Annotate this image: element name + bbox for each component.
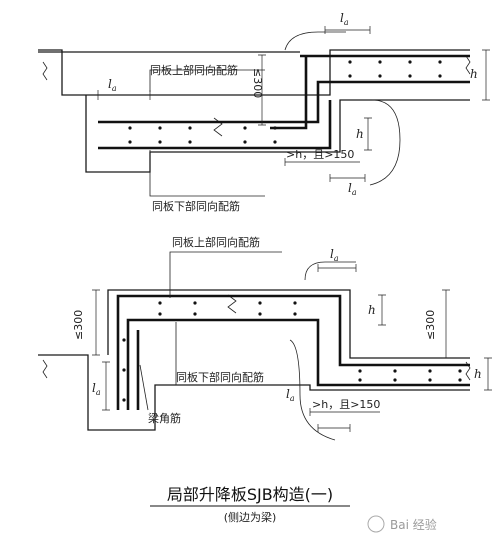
- bottom-concrete-outline: [38, 289, 470, 431]
- top-break-right: [465, 55, 471, 75]
- watermark: Bai 经验: [367, 515, 437, 533]
- bottom-lower-rebar: [126, 318, 470, 410]
- bottom-la-left-text: la: [92, 381, 101, 397]
- bottom-label-upper-rebar: 同板上部同向配筋: [172, 235, 260, 249]
- bottom-dim-la-bottom: [317, 424, 351, 432]
- caption-title: 局部升降板SJB构造(一): [167, 485, 333, 504]
- bottom-leader-arc2: [289, 339, 336, 441]
- bottom-break-mid: [227, 294, 237, 314]
- bottom-dim-300-right: [442, 289, 450, 359]
- bottom-la-top-text: la: [330, 247, 339, 263]
- bottom-la-bottom-text: la: [286, 387, 295, 403]
- bottom-break-left: [42, 359, 48, 379]
- top-label-upper-rebar: 同板上部同向配筋: [150, 63, 238, 77]
- paw-logo-icon: [367, 515, 385, 533]
- top-right-anchor-rebar: [270, 56, 308, 130]
- top-dim-h-mid: [364, 117, 372, 151]
- top-leader-arc: [284, 31, 346, 51]
- top-break-left: [42, 61, 48, 81]
- bottom-leader-upper: [169, 251, 282, 298]
- bottom-rebar-dots: [122, 301, 462, 402]
- bottom-h-mid-text: h: [368, 303, 376, 317]
- top-leader-upper: [149, 69, 265, 92]
- bottom-leader-arc: [304, 261, 356, 281]
- top-label-lower-rebar: 同板下部同向配筋: [152, 199, 240, 213]
- bottom-dim-la-left: [102, 361, 110, 411]
- bottom-dim-cond: [309, 408, 380, 416]
- bottom-dim-h-right: [484, 357, 492, 391]
- top-dim-300: [258, 54, 266, 126]
- bottom-dim-la-top: [317, 264, 357, 272]
- top-la-bottom-text: la: [348, 181, 357, 197]
- top-dim-la-bottom: [329, 174, 366, 182]
- bottom-dim-h-mid: [378, 294, 386, 326]
- top-dim-300-text: ≤300: [251, 68, 264, 98]
- top-h-mid-text: h: [356, 127, 364, 141]
- top-h-right-text: h: [470, 67, 478, 81]
- bottom-dim-300-left: [92, 289, 100, 356]
- top-dim-h-right: [482, 49, 490, 101]
- top-lower-rebar: [98, 100, 332, 150]
- bottom-upper-rebar: [116, 294, 470, 410]
- bottom-leader-lower: [175, 322, 270, 386]
- top-leader-arc2: [369, 99, 401, 186]
- caption: 局部升降板SJB构造(一) (侧边为梁): [150, 485, 350, 524]
- bottom-detail: 同板上部同向配筋 同板下部同向配筋 梁角筋 ≤300 ≤300 la la la…: [38, 235, 492, 441]
- top-detail: 同板上部同向配筋 同板下部同向配筋 ≤300 la la la h h >h，且…: [38, 11, 490, 213]
- top-leader-lower: [149, 150, 265, 197]
- top-rebar-dots: [128, 60, 442, 144]
- bottom-label-lower-rebar: 同板下部同向配筋: [176, 370, 264, 384]
- bottom-dim-300-right-text: ≤300: [424, 310, 437, 340]
- top-cond-text: >h，且>150: [286, 148, 354, 161]
- top-dim-la-top: [324, 26, 371, 34]
- bottom-label-beam-corner: 梁角筋: [148, 411, 181, 425]
- bottom-cond-text: >h，且>150: [312, 398, 380, 411]
- top-la-top-text: la: [340, 11, 349, 27]
- top-la-left-text: la: [108, 77, 117, 93]
- bottom-dim-300-left-text: ≤300: [72, 310, 85, 340]
- top-dim-la-left: [97, 90, 151, 100]
- top-upper-rebar: [98, 80, 470, 124]
- watermark-text: Bai 经验: [390, 517, 437, 532]
- caption-subtitle: (侧边为梁): [224, 510, 277, 524]
- top-dim-cond: [284, 158, 360, 166]
- bottom-leader-corner: [139, 364, 149, 411]
- bottom-h-right-text: h: [474, 367, 482, 381]
